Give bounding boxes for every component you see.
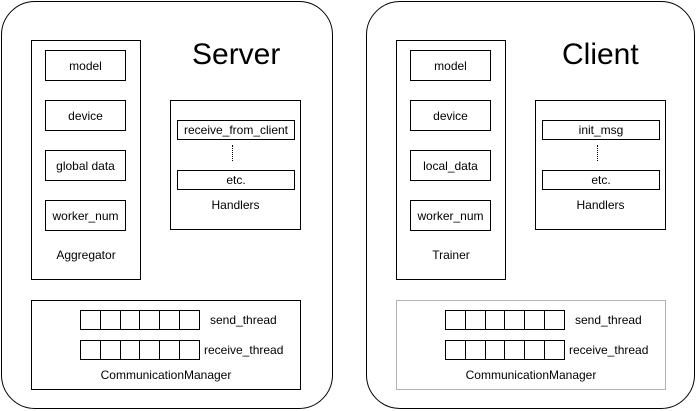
client-handlers-ellipsis [597, 145, 598, 161]
trainer-item-model: model [410, 50, 491, 81]
client-comm-manager-label: CommunicationManager [465, 368, 597, 382]
server-receive-queue [80, 340, 200, 360]
server-receive-thread-label: receive_thread [204, 343, 284, 357]
queue-cell [466, 311, 486, 329]
queue-cell [101, 341, 121, 359]
queue-cell [160, 341, 181, 359]
queue-cell [180, 341, 199, 359]
server-handlers-ellipsis [232, 145, 233, 161]
queue-cell [81, 341, 101, 359]
queue-cell [486, 311, 506, 329]
queue-cell [140, 341, 161, 359]
queue-cell [545, 341, 564, 359]
queue-cell [446, 341, 466, 359]
client-handlers-label: Handlers [576, 198, 625, 212]
queue-cell [101, 311, 121, 329]
queue-cell [545, 311, 564, 329]
aggregator-label: Aggregator [56, 248, 116, 262]
client-handler-init-msg: init_msg [542, 120, 660, 140]
queue-cell [505, 341, 526, 359]
client-receive-thread-label: receive_thread [569, 343, 649, 357]
queue-cell [525, 341, 546, 359]
server-send-thread-label: send_thread [210, 313, 277, 327]
aggregator-item-global-data: global data [45, 150, 126, 181]
trainer-item-worker-num: worker_num [410, 200, 491, 231]
queue-cell [466, 341, 486, 359]
queue-cell [140, 311, 161, 329]
server-handlers-label: Handlers [211, 198, 260, 212]
trainer-label: Trainer [432, 248, 470, 262]
queue-cell [121, 341, 141, 359]
trainer-item-device: device [410, 100, 491, 131]
queue-cell [160, 311, 181, 329]
queue-cell [121, 311, 141, 329]
aggregator-item-worker-num: worker_num [45, 200, 126, 231]
server-handler-etc: etc. [177, 170, 295, 190]
queue-cell [180, 311, 199, 329]
queue-cell [505, 311, 526, 329]
aggregator-item-model: model [45, 50, 126, 81]
client-send-queue [445, 310, 565, 330]
server-handler-receive-from-client: receive_from_client [177, 120, 295, 140]
server-comm-manager-label: CommunicationManager [100, 368, 232, 382]
trainer-item-local-data: local_data [410, 150, 491, 181]
client-title: Client [562, 38, 639, 71]
client-send-thread-label: send_thread [575, 313, 642, 327]
queue-cell [446, 311, 466, 329]
queue-cell [486, 341, 506, 359]
aggregator-item-device: device [45, 100, 126, 131]
server-send-queue [80, 310, 200, 330]
client-receive-queue [445, 340, 565, 360]
server-title: Server [192, 38, 281, 71]
queue-cell [525, 311, 546, 329]
queue-cell [81, 311, 101, 329]
client-handler-etc: etc. [542, 170, 660, 190]
